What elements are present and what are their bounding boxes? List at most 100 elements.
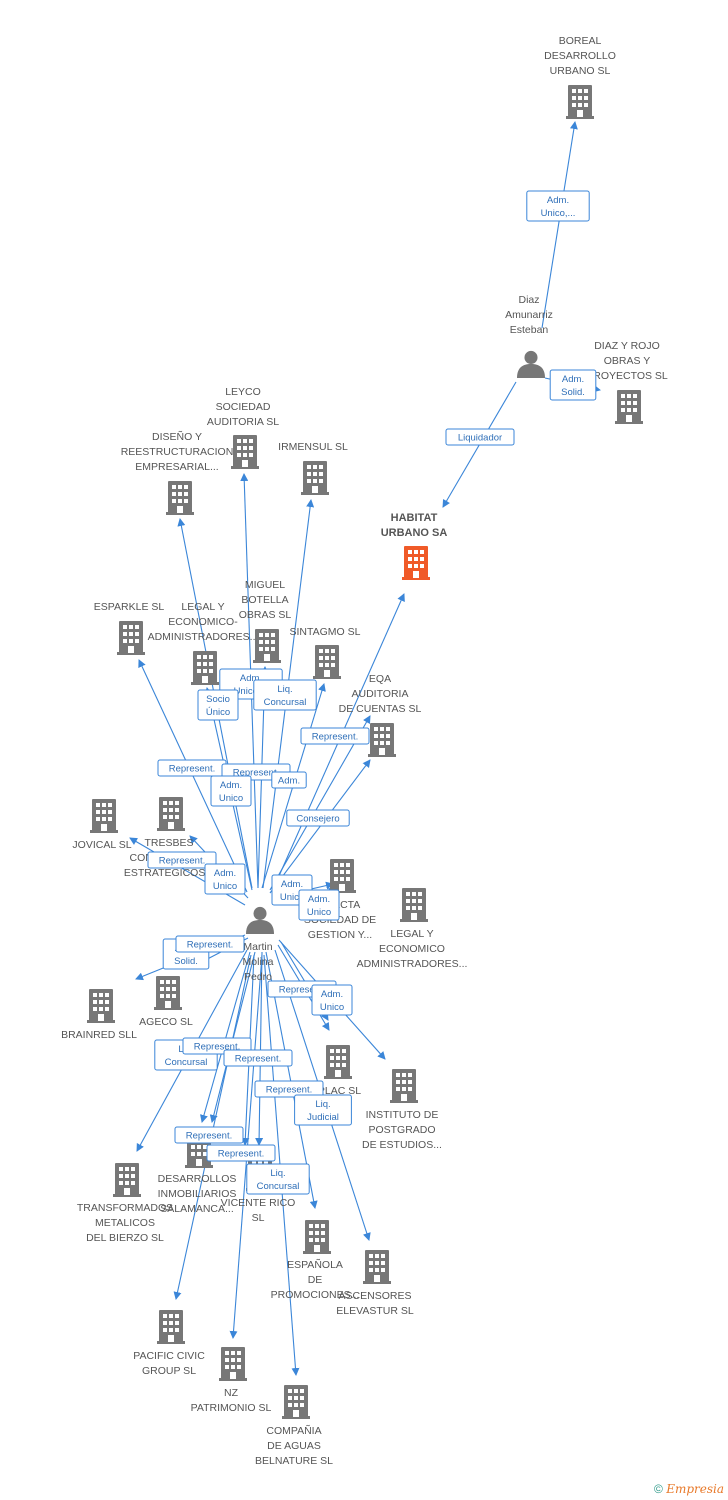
building-icon (87, 989, 115, 1023)
edge-label[interactable]: Represent. (157, 759, 227, 777)
edge-label[interactable]: Represent. (175, 935, 245, 953)
building-icon (390, 1069, 418, 1103)
edge-label-text: Represent. (312, 732, 358, 743)
edge-label[interactable]: Represent. (254, 1080, 324, 1098)
edge-line (269, 715, 371, 891)
edge-label-text: Represent. (187, 940, 233, 951)
edge-label[interactable]: Liquidador (445, 428, 515, 446)
edge-label[interactable]: Represent. (147, 851, 217, 869)
edge-label[interactable]: Adm.Unico,... (526, 190, 590, 222)
edge-label-text: Represent. (194, 1042, 240, 1053)
node-label: LEYCO (225, 386, 261, 398)
edge-label-text: Unico (307, 907, 331, 918)
node-espanola[interactable]: ESPAÑOLADEPROMOCIONES... (271, 1220, 360, 1301)
node-label: NZ (224, 1387, 239, 1399)
edge-label[interactable]: Liq.Concursal (253, 679, 317, 711)
node-label: DIAZ Y ROJO (594, 340, 660, 352)
edge-label[interactable]: Liq.Concursal (246, 1163, 310, 1195)
edge-label-text: Represent. (159, 856, 205, 867)
node-brainred[interactable]: BRAINRED SLL (61, 989, 137, 1041)
node-diseno[interactable]: DISEÑO YREESTRUCTURACIONEMPRESARIAL... (121, 430, 234, 515)
node-label: Martin (243, 941, 272, 953)
node-label: DESARROLLO (544, 50, 616, 62)
edge-line (255, 951, 264, 1146)
edge-label[interactable]: Adm. (271, 771, 307, 789)
node-label: OBRAS SL (239, 609, 292, 621)
edge-label[interactable]: Represent. (300, 727, 370, 745)
edge-label-text: Adm. (562, 374, 584, 385)
building-icon (363, 1250, 391, 1284)
edge-label[interactable]: Adm.Unico (210, 775, 252, 807)
edge-label[interactable]: Consejero (286, 809, 350, 827)
node-sintagmo[interactable]: SINTAGMO SL (290, 626, 361, 679)
node-label: POSTGRADO (368, 1124, 435, 1136)
node-label: Molina (243, 956, 274, 968)
building-icon (313, 645, 341, 679)
building-icon (157, 1310, 185, 1344)
building-icon (219, 1347, 247, 1381)
edge-label-text: Liquidador (458, 433, 502, 444)
node-desarrollos[interactable]: DESARROLLOSINMOBILIARIOSSALAMANCA... (158, 1134, 237, 1215)
node-label: DEL BIERZO SL (86, 1232, 164, 1244)
edge-label[interactable]: Represent. (174, 1126, 244, 1144)
node-legal1[interactable]: LEGAL YECONOMICO-ADMINISTRADORES... (148, 601, 259, 685)
node-label: ECONOMICO (379, 943, 445, 955)
building-icon (157, 797, 185, 831)
node-label: DE CUENTAS SL (339, 703, 422, 715)
building-icon (301, 461, 329, 495)
node-label: BRAINRED SLL (61, 1029, 137, 1041)
building-icon (253, 629, 281, 663)
copyright-icon: © (654, 1482, 663, 1496)
building-icon (191, 651, 219, 685)
edge-label-text: Liq. (315, 1099, 330, 1110)
node-label: DISEÑO Y (152, 430, 202, 443)
edge-label-text: Liq. (270, 1168, 285, 1179)
node-label: INMOBILIARIOS (158, 1188, 237, 1200)
edge-label[interactable]: Adm.Unico (204, 863, 246, 895)
edge-label[interactable]: Represent. (223, 1049, 293, 1067)
building-icon (166, 481, 194, 515)
node-label: GESTION Y... (308, 929, 372, 941)
node-label: GROUP SL (142, 1365, 196, 1377)
node-label: DE ESTUDIOS... (362, 1139, 442, 1151)
edge-label[interactable]: Adm.Solid. (549, 369, 597, 401)
node-label: LEGAL Y (181, 601, 224, 613)
edge-label[interactable]: Liq.Judicial (294, 1094, 352, 1126)
edge-label[interactable]: Adm.Unico (311, 984, 353, 1016)
node-ageco[interactable]: AGECO SL (139, 976, 193, 1028)
node-label: BOTELLA (241, 594, 288, 606)
node-label: TRANSFORMADOS (77, 1202, 173, 1214)
person-icon (517, 350, 545, 378)
edge-label[interactable]: Represent. (206, 1144, 276, 1162)
node-legal2[interactable]: LEGAL YECONOMICOADMINISTRADORES... (357, 888, 468, 970)
node-label: EQA (369, 673, 391, 685)
node-label: IRMENSUL SL (278, 441, 348, 453)
node-jovical[interactable]: JOVICAL SL (72, 799, 132, 851)
node-label: URBANO SA (381, 527, 448, 539)
building-icon (615, 390, 643, 424)
node-label: URBANO SL (550, 65, 611, 77)
node-esparkle[interactable]: ESPARKLE SL (94, 601, 165, 655)
node-irmensul[interactable]: IRMENSUL SL (278, 441, 348, 495)
node-label: ASCENSORES (339, 1290, 412, 1302)
brand-logo[interactable]: Empresia (666, 1482, 724, 1496)
edge-label[interactable]: Adm.Unico (298, 889, 340, 921)
